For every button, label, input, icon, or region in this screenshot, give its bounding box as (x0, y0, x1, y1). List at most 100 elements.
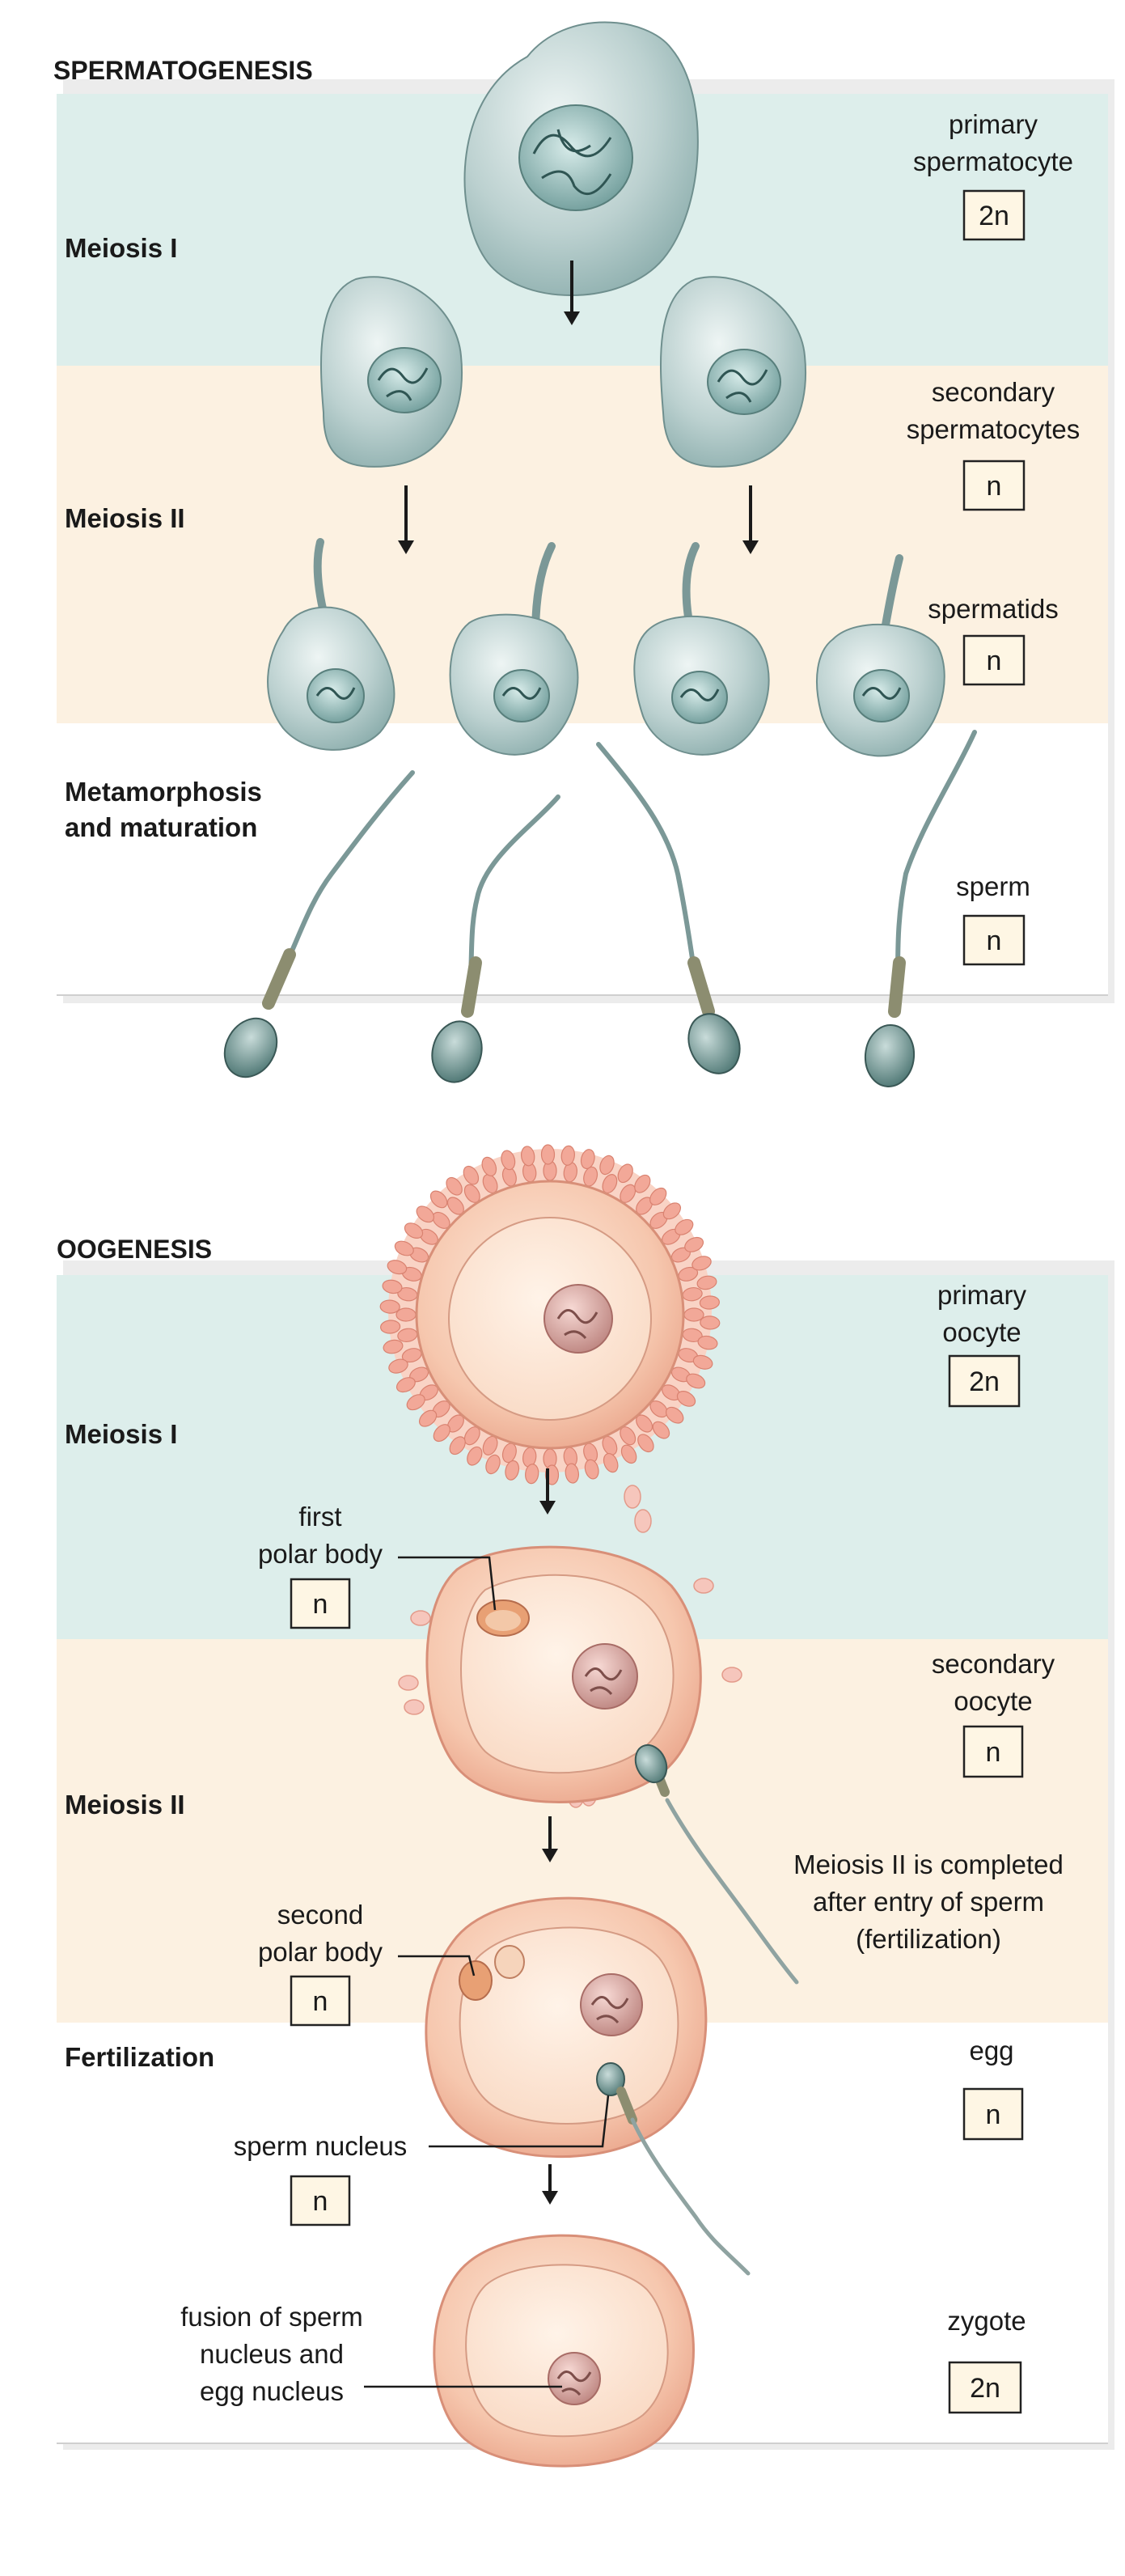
follicle-cell (691, 1256, 712, 1271)
follicle-cell (467, 1446, 483, 1466)
follicle-cell (433, 1424, 450, 1443)
follicle-cell (603, 1452, 619, 1473)
ploidy-value: n (986, 1737, 1001, 1768)
arrowhead (564, 311, 580, 325)
text-line: fusion of sperm (180, 2302, 363, 2332)
text-line: secondary (932, 1649, 1055, 1679)
cell-label: zygote (947, 2306, 1026, 2336)
follicle-cell (382, 1279, 403, 1294)
follicle-cell (634, 1174, 651, 1193)
ploidy-box (962, 2087, 1024, 2141)
cell-label: spermatids (928, 594, 1058, 624)
ploidy-box (962, 189, 1026, 241)
zygote-cell (433, 2234, 695, 2468)
spermatogenesis-title: SPERMATOGENESIS (53, 56, 313, 85)
text-line: egg (969, 2036, 1013, 2065)
secondary-spermatocyte-right (660, 276, 806, 468)
ploidy-box (290, 1975, 351, 2027)
sperm-1 (223, 770, 415, 1078)
follicle-cell (388, 1358, 408, 1374)
spermatid-3 (633, 542, 770, 756)
text-line: and maturation (65, 812, 257, 842)
follicle-cell (565, 1463, 579, 1484)
stage-label-meiosis-i: Meiosis I (65, 1419, 177, 1449)
text-line: polar body (258, 1937, 383, 1967)
follicle-cell (584, 1459, 599, 1480)
text-line: oocyte (954, 1686, 1032, 1716)
arrowhead (398, 540, 414, 554)
follicle-cell (380, 1320, 401, 1334)
text-line: nucleus and (200, 2339, 344, 2369)
ploidy-value: n (313, 2186, 328, 2217)
stage-label-fertilization: Fertilization (65, 2042, 214, 2072)
follicle-cell (395, 1307, 417, 1322)
text-line: spermatocyte (913, 146, 1073, 176)
follicle-cell (463, 1165, 480, 1185)
arrowhead (539, 1501, 556, 1515)
primary-oocyte-cell (379, 1144, 721, 1485)
text-line: spermatids (928, 594, 1058, 624)
follicle-cell (449, 1436, 466, 1455)
follicle-cell (521, 1146, 535, 1167)
oogenesis-panel: OOGENESIS Meiosis I Meiosis II Fertiliza… (57, 1144, 1114, 2468)
cell-label: sperm (956, 871, 1030, 901)
ploidy-value: 2n (979, 201, 1009, 231)
text-line: primary (949, 109, 1038, 139)
text-line: Meiosis II is completed (793, 1849, 1064, 1879)
sperm-4 (864, 730, 977, 1087)
follicle-cell (485, 1454, 501, 1475)
spermatid-4 (816, 554, 945, 757)
ploidy-box (948, 2361, 1022, 2414)
follicle-cell (406, 1394, 425, 1411)
ploidy-box (290, 1578, 351, 1629)
follicle-cell (684, 1236, 704, 1252)
secondary-spermatocyte-left (320, 276, 463, 468)
follicle-cell (675, 1218, 694, 1235)
follicle-cell (560, 1145, 575, 1166)
sperm-nucleus-callout: sperm nucleus n (234, 2131, 408, 2226)
follicle-cell (692, 1354, 713, 1370)
callout-label: second polar body (258, 1900, 383, 1967)
follicle-cell (617, 1163, 633, 1184)
follicle-cell (501, 1150, 516, 1171)
follicle-cell (404, 1222, 424, 1239)
oogenesis-title: OOGENESIS (57, 1235, 212, 1264)
callout-label: sperm nucleus (234, 2131, 408, 2161)
text-line: primary (937, 1280, 1027, 1310)
text-line: polar body (258, 1539, 383, 1569)
text-line: spermatocytes (907, 414, 1081, 444)
follicle-cell (649, 1187, 667, 1205)
secondary-oocyte-cell (425, 1545, 702, 1803)
follicle-cell (395, 1377, 416, 1393)
stage-label-meiosis-ii: Meiosis II (65, 1790, 185, 1820)
follicle-cell (676, 1391, 696, 1407)
arrowhead (742, 540, 759, 554)
follicle-cell (446, 1176, 463, 1196)
egg-cell (425, 1896, 751, 2276)
text-line: oocyte (942, 1317, 1021, 1347)
cell-label: primary spermatocyte (913, 109, 1073, 176)
text-line: zygote (947, 2306, 1026, 2336)
follicle-cell (686, 1373, 706, 1389)
follicle-cell (665, 1406, 684, 1424)
stage-label-metamorphosis: Metamorphosis and maturation (65, 777, 262, 842)
primary-spermatocyte-cell (463, 21, 699, 296)
text-line: second (277, 1900, 363, 1930)
cell-label: egg (969, 2036, 1013, 2065)
follicle-cell (418, 1409, 438, 1427)
leader-second-polar-body (398, 1955, 476, 1976)
follicle-cell (387, 1260, 408, 1275)
follicle-cell (379, 1299, 400, 1314)
text-line: Metamorphosis (65, 777, 262, 807)
egg-label: egg n (962, 2036, 1024, 2141)
ploidy-value: n (987, 471, 1002, 502)
follicle-cell (620, 1444, 637, 1464)
follicle-cell (525, 1464, 539, 1485)
